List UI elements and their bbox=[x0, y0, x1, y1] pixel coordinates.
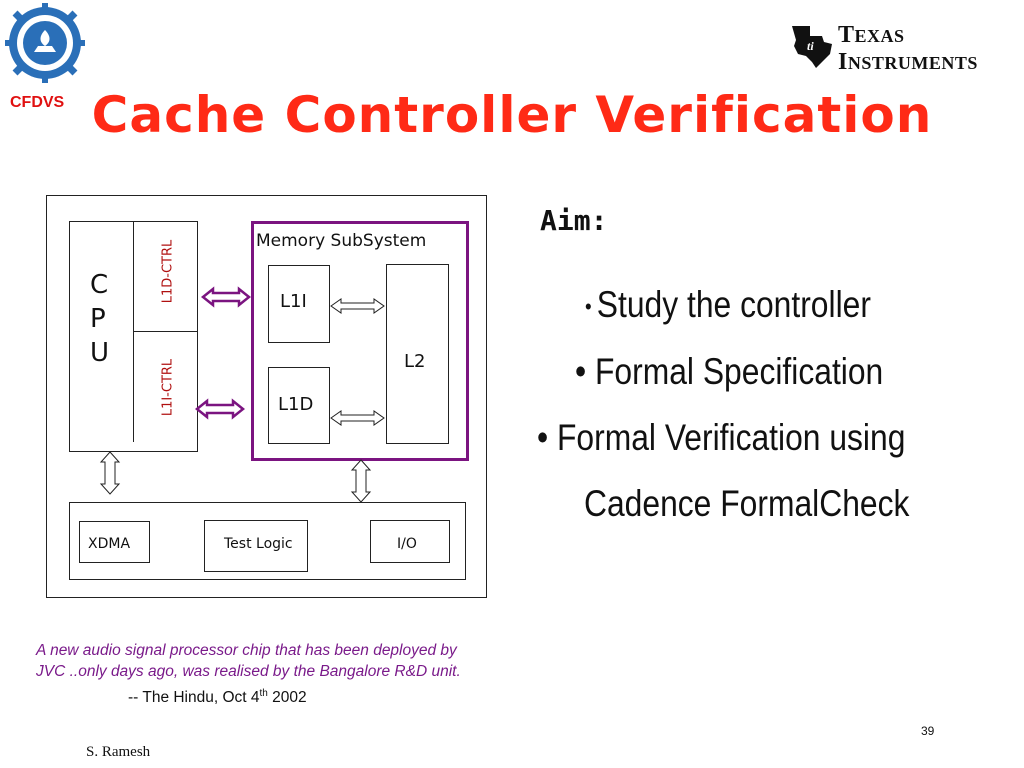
cpu-label: C P U bbox=[90, 270, 110, 368]
l1i-l2-arrow bbox=[330, 298, 385, 314]
org-label: CFDVS bbox=[10, 94, 65, 111]
l1d-label: L1D bbox=[278, 394, 314, 415]
iitb-seal-logo bbox=[4, 2, 86, 89]
ctrl-arrow-lower bbox=[194, 398, 246, 420]
svg-text:ti: ti bbox=[807, 39, 814, 53]
aim-bullet-3-continuation: Cadence FormalCheck bbox=[584, 483, 910, 524]
quote-source: -- The Hindu, Oct 4th 2002 bbox=[128, 688, 307, 707]
author-name: S. Ramesh bbox=[86, 744, 151, 760]
memory-subsystem-label: Memory SubSystem bbox=[256, 231, 427, 251]
texas-state-icon: ti bbox=[792, 26, 832, 68]
texas-instruments-logo: ti TEXAS INSTRUMENTS bbox=[790, 22, 978, 76]
slide-title: Cache Controller Verification bbox=[91, 86, 933, 144]
l1i-label: L1I bbox=[280, 291, 307, 312]
aim-bullet-3: • Formal Verification using bbox=[537, 417, 906, 458]
xdma-label: XDMA bbox=[88, 536, 131, 552]
l2-label: L2 bbox=[404, 351, 426, 372]
ctrl-arrow-upper bbox=[200, 286, 252, 308]
ctrl-divider bbox=[133, 331, 197, 332]
test-logic-block bbox=[204, 520, 308, 572]
l1d-block bbox=[268, 367, 330, 444]
cpu-peripheral-arrow bbox=[99, 451, 121, 495]
aim-bullet-1: •Study the controller bbox=[585, 284, 871, 325]
l1i-block bbox=[268, 265, 330, 343]
test-logic-label: Test Logic bbox=[224, 536, 293, 552]
page-number: 39 bbox=[921, 724, 935, 738]
l1d-l2-arrow bbox=[330, 410, 385, 426]
xdma-block bbox=[79, 521, 150, 563]
io-block bbox=[370, 520, 450, 563]
l2-block bbox=[386, 264, 449, 444]
aim-bullet-2: • Formal Specification bbox=[575, 351, 884, 392]
io-label: I/O bbox=[397, 536, 417, 552]
aim-heading: Aim: bbox=[540, 204, 608, 237]
news-quote: A new audio signal processor chip that h… bbox=[36, 642, 461, 680]
memory-subsystem-block bbox=[251, 221, 469, 461]
diagram-arrows bbox=[99, 286, 385, 503]
memory-peripheral-arrow bbox=[350, 459, 372, 503]
